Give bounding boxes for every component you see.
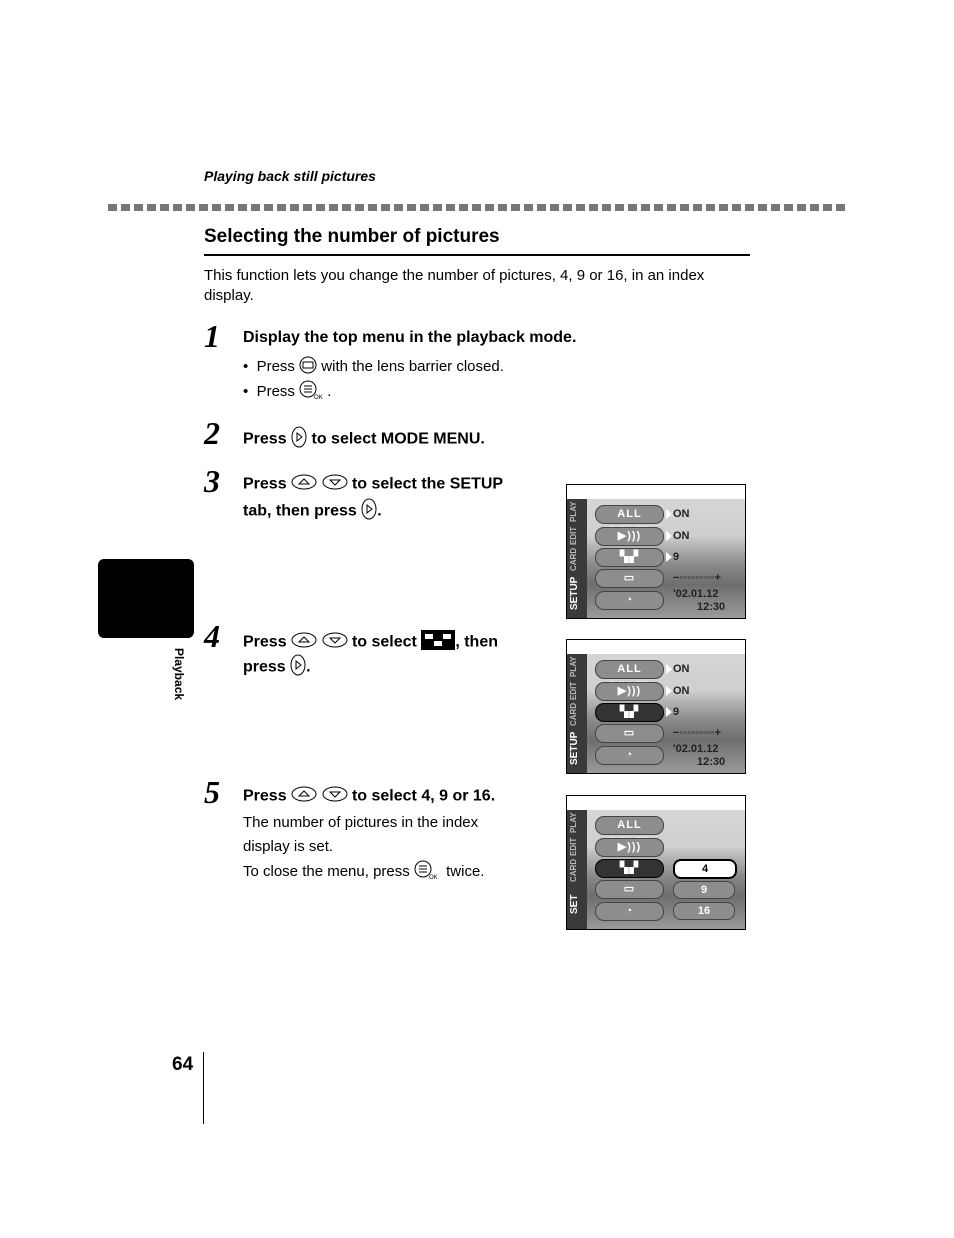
index-display-icon: ▚▞ [620,862,639,874]
index-item-selected: ▚▞ [595,859,664,878]
lcd-tab-bar: PLAY EDIT CARD SETUP [567,654,587,773]
step-5-desc-2: display is set. [243,838,334,855]
right-arrow-button-icon [290,654,306,681]
step-1-title: Display the top menu in the playback mod… [243,329,577,346]
index-item: ▚▞ [595,548,664,567]
beep-item: ▶))) [595,682,664,701]
down-arrow-button-icon [322,632,348,653]
step-1-bullet-1: • Press with the lens barrier closed. [243,356,504,378]
beep-item: ▶))) [595,838,664,857]
menu-ok-button-icon: OK [414,860,442,884]
speaker-icon: ▶))) [617,530,642,542]
menu-ok-button-icon: OK [299,380,323,404]
speaker-icon: ▶))) [617,841,642,853]
all-reset-item: ALL RESET [595,816,664,848]
clock-icon: ◔ [625,594,634,606]
step-4-line-2: press . [243,654,311,681]
step-4-number: 4 [204,618,220,654]
clock-item: ◔ [595,591,664,610]
section-rule [204,254,750,256]
index-display-icon [421,630,456,655]
up-arrow-button-icon [291,786,317,807]
page-number-rule [203,1052,204,1124]
step-2-text: Press to select MODE MENU. [243,426,485,453]
svg-text:OK: OK [429,875,438,880]
step-1-number: 1 [204,318,220,354]
lcd-tab-bar: PLAY EDIT CARD SET [567,810,587,929]
option-4: 4 [673,859,737,879]
brightness-slider: −◦◦◦◦◦◦◦◦◦+ [673,727,721,739]
lcd-screen-setup-1: PLAY EDIT CARD SETUP ALL RESET ▶))) ▚▞ ▭… [566,484,746,619]
step-5-desc-1: The number of pictures in the index [243,814,479,831]
step-2-number: 2 [204,415,220,451]
clock-icon: ◔ [625,905,634,917]
brightness-item: ▭ [595,569,664,588]
dotted-divider [108,204,848,211]
option-9: 9 [673,881,735,899]
step-5-title: Press to select 4, 9 or 16. [243,786,495,807]
monitor-brightness-icon: ▭ [623,727,636,739]
right-arrow-button-icon [361,498,377,525]
lcd-screen-index-options: PLAY EDIT CARD SET ALL RESET ▶))) ▚▞ ▭ ◔… [566,795,746,930]
step-3-line-1: Press to select the SETUP [243,474,503,495]
index-display-icon: ▚▞ [620,706,639,718]
clock-item: ◔ [595,902,664,921]
step-1-bullet-2: • Press OK . [243,380,331,404]
speaker-icon: ▶))) [617,685,642,697]
step-3-line-2: tab, then press . [243,498,382,525]
step-5-number: 5 [204,774,220,810]
clock-item: ◔ [595,746,664,765]
monitor-brightness-icon: ▭ [623,883,636,895]
index-item-selected: ▚▞ [595,703,664,722]
step-4-line-1: Press to select , then [243,630,498,655]
lcd-screen-setup-2: PLAY EDIT CARD SETUP ALL RESET ▶))) ▚▞ ▭… [566,639,746,774]
all-reset-item: ALL RESET [595,660,664,692]
option-16: 16 [673,902,735,920]
beep-item: ▶))) [595,527,664,546]
chapter-label: Playback [172,648,186,701]
brightness-slider: −◦◦◦◦◦◦◦◦◦+ [673,572,721,584]
step-3-number: 3 [204,463,220,499]
up-arrow-button-icon [291,474,317,495]
chapter-thumb-tab [98,559,194,638]
down-arrow-button-icon [322,786,348,807]
all-reset-item: ALL RESET [595,505,664,537]
right-arrow-button-icon [291,426,307,453]
brightness-item: ▭ [595,880,664,899]
section-intro: This function lets you change the number… [204,267,705,304]
monitor-button-icon [299,356,317,378]
step-5-close-note: To close the menu, press OK twice. [243,860,484,884]
monitor-brightness-icon: ▭ [623,572,636,584]
index-display-icon: ▚▞ [620,551,639,563]
down-arrow-button-icon [322,474,348,495]
section-title: Selecting the number of pictures [204,226,500,247]
lcd-tab-bar: PLAY EDIT CARD SETUP [567,499,587,618]
page-number: 64 [172,1054,194,1075]
brightness-item: ▭ [595,724,664,743]
clock-icon: ◔ [625,749,634,761]
svg-text:OK: OK [314,395,323,400]
running-header: Playing back still pictures [204,168,376,184]
up-arrow-button-icon [291,632,317,653]
